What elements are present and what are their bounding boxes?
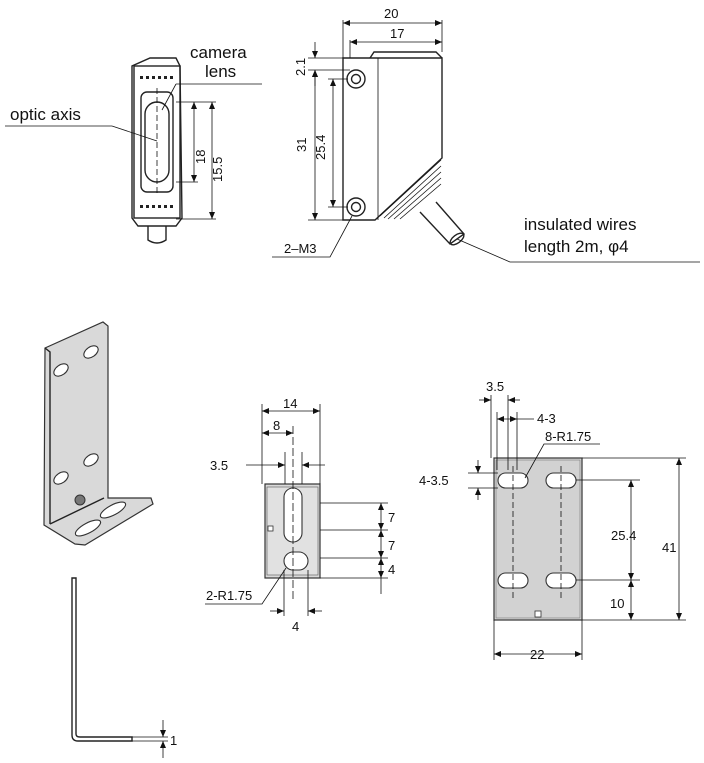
side-hatch bbox=[379, 159, 442, 220]
dim-plate-4-3-5: 4-3.5 bbox=[419, 473, 449, 488]
plate-view bbox=[468, 395, 686, 660]
dim-side-17: 17 bbox=[390, 26, 404, 41]
front-bottom-dots bbox=[140, 205, 173, 208]
dim-plate-3-5: 3.5 bbox=[486, 379, 504, 394]
dim-plate-22: 22 bbox=[530, 647, 544, 662]
label-slot-large: 8-R1.75 bbox=[545, 429, 591, 444]
plate-slots bbox=[497, 472, 577, 589]
dim-side-20: 20 bbox=[384, 6, 398, 21]
front-view bbox=[5, 57, 262, 244]
label-slot-small: 2-R1.75 bbox=[206, 588, 252, 603]
dim-plate-41: 41 bbox=[662, 540, 676, 555]
dim-front-18: 18 bbox=[193, 150, 208, 164]
label-wires-line2: length 2m, φ4 bbox=[524, 237, 629, 256]
dim-bracket-4r: 4 bbox=[388, 562, 395, 577]
dim-front-15-5: 15.5 bbox=[210, 157, 225, 182]
dim-bracket-3-5: 3.5 bbox=[210, 458, 228, 473]
dim-thickness-1: 1 bbox=[170, 733, 177, 748]
bracket-isometric bbox=[43, 321, 154, 546]
dim-bracket-8: 8 bbox=[273, 418, 280, 433]
bracket-front-view bbox=[205, 404, 388, 616]
dim-plate-25-4: 25.4 bbox=[611, 528, 636, 543]
label-wires-line1: insulated wires bbox=[524, 215, 636, 234]
dim-plate-4-3: 4-3 bbox=[537, 411, 556, 426]
dim-side-2-1: 2.1 bbox=[293, 58, 308, 76]
dim-bracket-7a: 7 bbox=[388, 510, 395, 525]
bracket-profile bbox=[71, 577, 168, 758]
dim-side-31: 31 bbox=[294, 138, 309, 152]
dim-side-25-4: 25.4 bbox=[313, 135, 328, 160]
dim-bracket-7b: 7 bbox=[388, 538, 395, 553]
front-top-dots bbox=[140, 76, 173, 79]
label-optic-axis: optic axis bbox=[10, 105, 81, 124]
dim-bracket-14: 14 bbox=[283, 396, 297, 411]
dim-plate-10: 10 bbox=[610, 596, 624, 611]
dim-bracket-4b: 4 bbox=[292, 619, 299, 634]
label-lens: lens bbox=[205, 62, 236, 81]
side-view bbox=[272, 20, 700, 263]
label-screw-m3: 2–M3 bbox=[284, 241, 317, 256]
label-camera: camera bbox=[190, 43, 247, 62]
